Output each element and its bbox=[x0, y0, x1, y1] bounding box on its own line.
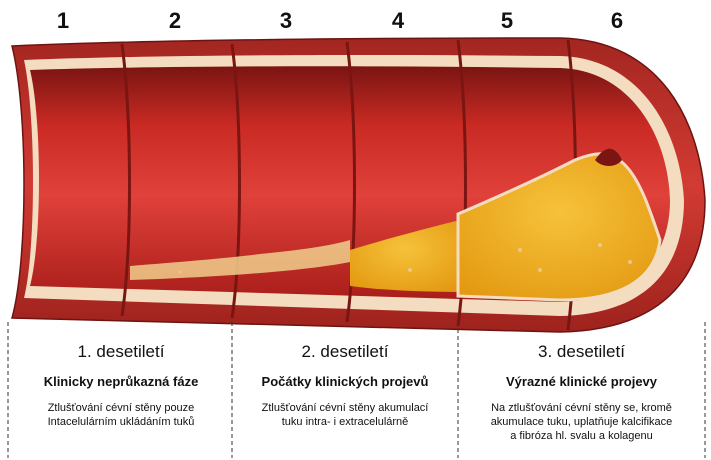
period-1-desc-line: Ztlušťování cévní stěny pouze bbox=[10, 401, 232, 415]
period-2: 2. desetiletí Počátky klinických projevů… bbox=[232, 342, 458, 429]
period-1-description: Ztlušťování cévní stěny pouze Intacelulá… bbox=[10, 401, 232, 429]
period-3-desc-line: akumulace tuku, uplatňuje kalcifikace bbox=[458, 415, 705, 429]
period-3-desc-line: a fibróza hl. svalu a kolagenu bbox=[458, 429, 705, 443]
period-3-decade: 3. desetiletí bbox=[458, 342, 705, 362]
stage-number-4: 4 bbox=[383, 8, 413, 34]
period-2-desc-line: tuku intra- i extracelulárně bbox=[232, 415, 458, 429]
period-1: 1. desetiletí Klinicky neprůkazná fáze Z… bbox=[10, 342, 232, 429]
stage-number-1: 1 bbox=[48, 8, 78, 34]
period-3-description: Na ztlušťování cévní stěny se, kromě aku… bbox=[458, 401, 705, 443]
stage-number-6: 6 bbox=[602, 8, 632, 34]
period-2-decade: 2. desetiletí bbox=[232, 342, 458, 362]
period-2-description: Ztlušťování cévní stěny akumulací tuku i… bbox=[232, 401, 458, 429]
stage-number-3: 3 bbox=[271, 8, 301, 34]
period-2-phase: Počátky klinických projevů bbox=[232, 374, 458, 389]
period-3: 3. desetiletí Výrazné klinické projevy N… bbox=[458, 342, 705, 443]
period-3-desc-line: Na ztlušťování cévní stěny se, kromě bbox=[458, 401, 705, 415]
period-1-phase: Klinicky neprůkazná fáze bbox=[10, 374, 232, 389]
period-2-desc-line: Ztlušťování cévní stěny akumulací bbox=[232, 401, 458, 415]
period-3-phase: Výrazné klinické projevy bbox=[458, 374, 705, 389]
stage-number-2: 2 bbox=[160, 8, 190, 34]
period-1-desc-line: Intacelulárním ukládáním tuků bbox=[10, 415, 232, 429]
period-1-decade: 1. desetiletí bbox=[10, 342, 232, 362]
stage-number-5: 5 bbox=[492, 8, 522, 34]
